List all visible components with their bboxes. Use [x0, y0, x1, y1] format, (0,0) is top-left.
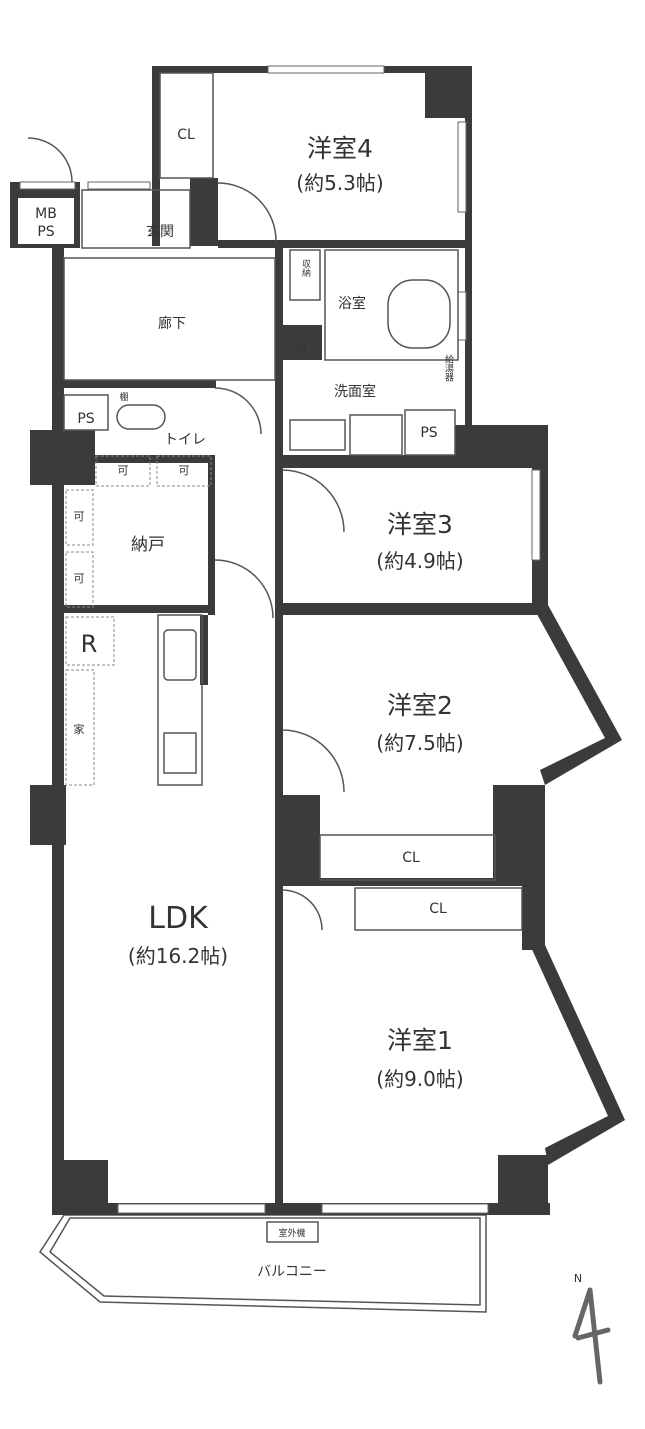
bathtub [387, 279, 451, 349]
appliance-label: 家 [74, 722, 85, 736]
balcony-inner [49, 1217, 481, 1306]
room-ldk-size: (約16.2帖) [128, 944, 228, 968]
movable-label-2: 可 [179, 464, 190, 477]
mb-label-text: MB [35, 206, 57, 222]
room-western1-size: (約9.0帖) [376, 1067, 463, 1091]
movable-label-3: 可 [74, 510, 85, 523]
outdoor-unit-label: 室外機 [278, 1227, 305, 1239]
shelf-label: 棚 [119, 391, 128, 403]
kitchen-counter [157, 614, 203, 786]
entrance-label: 玄関 [146, 223, 174, 240]
movable-label-4: 可 [74, 572, 85, 585]
storage-room-label: 納戸 [131, 535, 165, 555]
toilet-bowl [116, 404, 166, 430]
water-heater-label: 給湯器 [443, 353, 454, 381]
washroom-label: 洗面室 [334, 383, 376, 400]
room-western2-name: 洋室2 [387, 691, 453, 720]
storage-label: 収納 [300, 258, 311, 278]
movable-label-1: 可 [118, 464, 129, 477]
movable-label-wash: 可 [296, 342, 307, 355]
fixtures [27, 72, 523, 1243]
ps-label-washroom: PS [420, 425, 437, 441]
sink [163, 629, 197, 681]
north-label: N [574, 1272, 582, 1285]
ps-label-toilet: PS [77, 411, 94, 427]
room-western3-size: (約4.9帖) [376, 549, 463, 573]
room-western3-name: 洋室3 [387, 510, 453, 539]
room-western4-name: 洋室4 [307, 134, 373, 163]
balcony-label: バルコニー [257, 1264, 327, 1280]
stove [163, 732, 197, 774]
north-arrow: N [572, 1272, 611, 1385]
walls [10, 66, 625, 1215]
room-ldk-name: LDK [148, 901, 209, 936]
north-arrow-icon [572, 1287, 611, 1385]
hallway-label: 廊下 [158, 315, 186, 332]
toilet-label: トイレ [164, 432, 206, 448]
mbps-ps-label: PS [37, 224, 54, 240]
closet-label-4: CL [177, 127, 195, 143]
closet-label-1: CL [429, 901, 447, 917]
bathroom-label: 浴室 [338, 295, 366, 312]
room-western2-size: (約7.5帖) [376, 731, 463, 755]
mbps-box [18, 198, 74, 244]
room-western1-name: 洋室1 [387, 1026, 453, 1055]
room-western4-size: (約5.3帖) [296, 171, 383, 195]
closet-label-2: CL [402, 850, 420, 866]
fridge-label: R [81, 630, 98, 658]
windows [19, 65, 541, 1214]
